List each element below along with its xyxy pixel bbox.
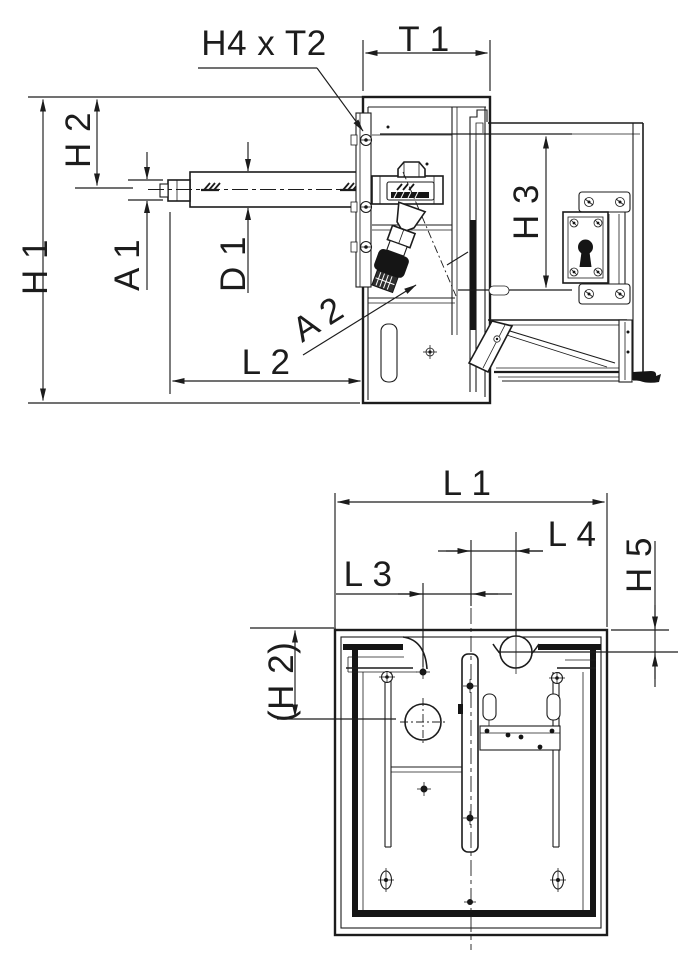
tray-flap [467,320,514,374]
front-box [350,95,492,405]
screw-dot [463,811,477,825]
dim-t1: T 1 [362,20,491,91]
screw-dot [464,899,476,905]
dim-l1: L 1 [334,464,608,627]
dim-h2-ref: (H 2) [250,627,396,722]
dim-h4t2: H4 x T2 [198,24,364,132]
front-view: H 1 H 2 A 1 D 1 [16,20,661,405]
valve-axis-centerline [402,171,457,297]
dim-h1: H 1 [16,99,55,401]
plan-dimensions: L 1 L 4 L 3 [250,464,678,722]
keyhole [578,239,593,267]
valve-knob [374,248,409,278]
lock-plate [562,191,631,305]
label-h5: H 5 [620,537,659,593]
slot-feature [488,285,510,296]
dim-l4: L 4 [438,515,596,636]
oval-screw [550,868,566,892]
label-a1: A 1 [108,239,147,291]
tray-post [618,319,633,383]
hex-screw [379,670,395,684]
pipe-elbow [469,109,488,140]
latch-hook [633,371,661,383]
mounting-flange [350,112,373,288]
screw [615,197,625,207]
plan-view: L 1 L 4 L 3 [250,464,678,950]
label-l1: L 1 [443,464,492,503]
label-l3: L 3 [344,555,393,594]
center-bar [458,653,479,853]
screw-dot [423,345,437,359]
shaft-end-cap [167,179,191,202]
shaft [148,171,486,208]
screw-dot [416,665,430,679]
weld-mark [201,182,221,192]
label-t1: T 1 [398,20,449,59]
right-panel [467,122,661,383]
valve-assembly [371,161,457,297]
corner-cutout-arc [402,636,428,670]
label-l2: L 2 [242,343,291,382]
flange-screw [350,133,373,147]
dim-l3: L 3 [336,555,512,667]
label-h3: H 3 [507,184,546,240]
dim-a2: A 2 [286,289,351,350]
label-l4: L 4 [548,515,597,554]
screw [569,267,579,277]
oval-screw [378,868,394,892]
left-rail [384,672,392,848]
plan-box [333,608,609,950]
lock-bracket-bottom [578,283,631,305]
bracket-plate [479,693,561,751]
label-h1: H 1 [16,239,55,295]
label-h4t2: H4 x T2 [201,24,326,63]
flange-screw [350,240,373,254]
valve-angled-body [371,201,427,294]
dim-a1: A 1 [108,152,163,291]
screw [615,289,625,299]
hex-nut [397,161,426,178]
screw [584,289,594,299]
screw [569,218,579,228]
dim-h3: H 3 [380,133,572,296]
screw-dot [463,679,477,693]
dim-d1: D 1 [214,142,253,293]
shaft-tip [159,183,169,198]
dim-l2: L 2 [169,212,361,394]
label-d1: D 1 [214,236,253,292]
drain-pipe [380,323,398,383]
dim-h5: H 5 [498,537,678,687]
screw [593,218,603,228]
label-h2: H 2 [59,112,98,168]
label-h2-paren: (H 2) [262,642,301,722]
label-a2: A 2 [286,289,351,350]
a2-leader [302,251,469,356]
hex-screw [549,671,565,685]
screw [584,197,594,207]
dim-h2: H 2 [59,99,133,189]
screw [593,267,603,277]
screw-dot [417,782,431,796]
plan-hole-left [400,698,447,746]
channel-bar [470,220,476,330]
tray [467,319,661,383]
flange-screw [350,200,373,214]
